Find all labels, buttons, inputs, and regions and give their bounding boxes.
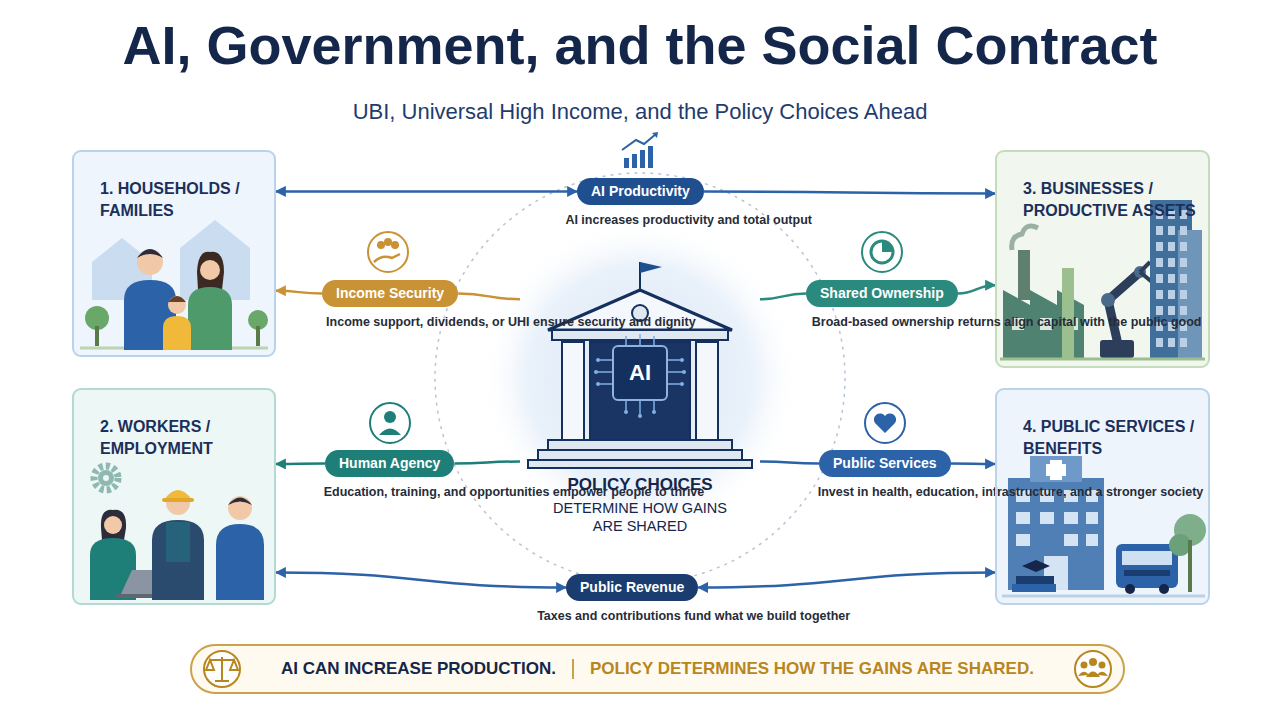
pill-title: AI Productivity [591,183,690,199]
window [1168,258,1175,267]
chip-label: AI [629,360,651,386]
subtitle: UBI, Universal High Income, and the Poli… [0,99,1280,125]
people-icon [1075,651,1111,687]
hub-title: POLICY CHOICES [520,475,760,495]
summary-banner: AI CAN INCREASE PRODUCTION. POLICY DETERM… [190,644,1125,694]
window [1180,274,1187,283]
workers-illustration [90,466,264,600]
window [1168,322,1175,331]
connector-arrow [951,462,995,465]
family-illustration [80,220,268,350]
connector-arrow [276,572,566,587]
connector-arrow [760,462,819,464]
window [1156,274,1163,283]
window [1180,258,1187,267]
pill-description: AI increases productivity and total outp… [565,212,715,228]
center-hub: POLICY CHOICES DETERMINE HOW GAINS ARE SH… [520,255,760,550]
industry-illustration [1003,200,1202,358]
window [1168,290,1175,299]
window-pattern [1156,210,1187,347]
window [1180,226,1187,235]
connector-arrow [760,294,806,300]
connector-arrow [276,291,322,294]
window [1156,338,1163,347]
window [1180,338,1187,347]
pill-title: Human Agency [339,455,440,471]
panel-box: 2. WORKERS / EMPLOYMENT [72,388,276,605]
panel-title: 4. PUBLIC SERVICES / BENEFITS [1023,416,1208,459]
pill-description: Taxes and contributions fund what we bui… [537,608,727,624]
window [1180,290,1187,299]
scales-icon [204,651,240,687]
pill-title: Public Services [833,455,937,471]
pill-title: Public Revenue [580,579,684,595]
public-services-illustration [1002,456,1206,596]
window [1156,258,1163,267]
title: AI, Government, and the Social Contract [0,14,1280,76]
pill-label: Shared OwnershipBroad-based ownership re… [806,280,958,307]
pill-label: Human AgencyEducation, training, and opp… [325,450,454,477]
connector-arrow [698,572,995,587]
hub-subtitle: DETERMINE HOW GAINS ARE SHARED [540,499,740,535]
window [1180,322,1187,331]
window [1168,242,1175,251]
connector-arrow [958,285,995,293]
pill-title: Income Security [336,285,444,301]
pill-description: Education, training, and opportunities e… [324,484,456,500]
window [1168,226,1175,235]
panel-box: 4. PUBLIC SERVICES / BENEFITS [995,388,1210,605]
pill-label: Public RevenueTaxes and contributions fu… [566,574,698,601]
chart-icon [622,132,658,168]
window [1156,226,1163,235]
connector-arrow [276,462,325,465]
banner-text: AI CAN INCREASE PRODUCTION. [281,659,556,679]
connector-arrow [454,462,520,464]
connector-arrow [276,190,577,193]
pill-description: Broad-based ownership returns align capi… [812,314,952,330]
panel-title: 1. HOUSEHOLDS / FAMILIES [100,178,265,221]
window [1180,242,1187,251]
heart-icon [865,403,905,443]
pie-icon [862,232,902,272]
window [1156,290,1163,299]
panel-box: 3. BUSINESSES / PRODUCTIVE ASSETS [995,150,1210,368]
panel-box: 1. HOUSEHOLDS / FAMILIES [72,150,276,357]
window [1168,306,1175,315]
pill-title: Shared Ownership [820,285,944,301]
connector-arrow [704,192,995,194]
banner-emphasis: POLICY DETERMINES HOW THE GAINS ARE SHAR… [572,659,1034,679]
window [1156,242,1163,251]
window [1168,338,1175,347]
window [1168,274,1175,283]
person-icon [370,403,410,443]
pill-label: AI ProductivityAI increases productivity… [577,178,704,205]
window [1156,322,1163,331]
ai-chip: AI [612,345,668,401]
income-icon [368,232,408,272]
pill-description: Income support, dividends, or UHI ensure… [326,314,454,330]
connector-arrow [458,294,520,300]
panel-title: 3. BUSINESSES / PRODUCTIVE ASSETS [1023,178,1203,221]
window [1180,306,1187,315]
panel-title: 2. WORKERS / EMPLOYMENT [100,416,265,459]
window [1156,306,1163,315]
government-building [528,262,752,468]
pill-label: Public ServicesInvest in health, educati… [819,450,951,477]
pill-description: Invest in health, education, infrastruct… [818,484,952,500]
pill-label: Income SecurityIncome support, dividends… [322,280,458,307]
